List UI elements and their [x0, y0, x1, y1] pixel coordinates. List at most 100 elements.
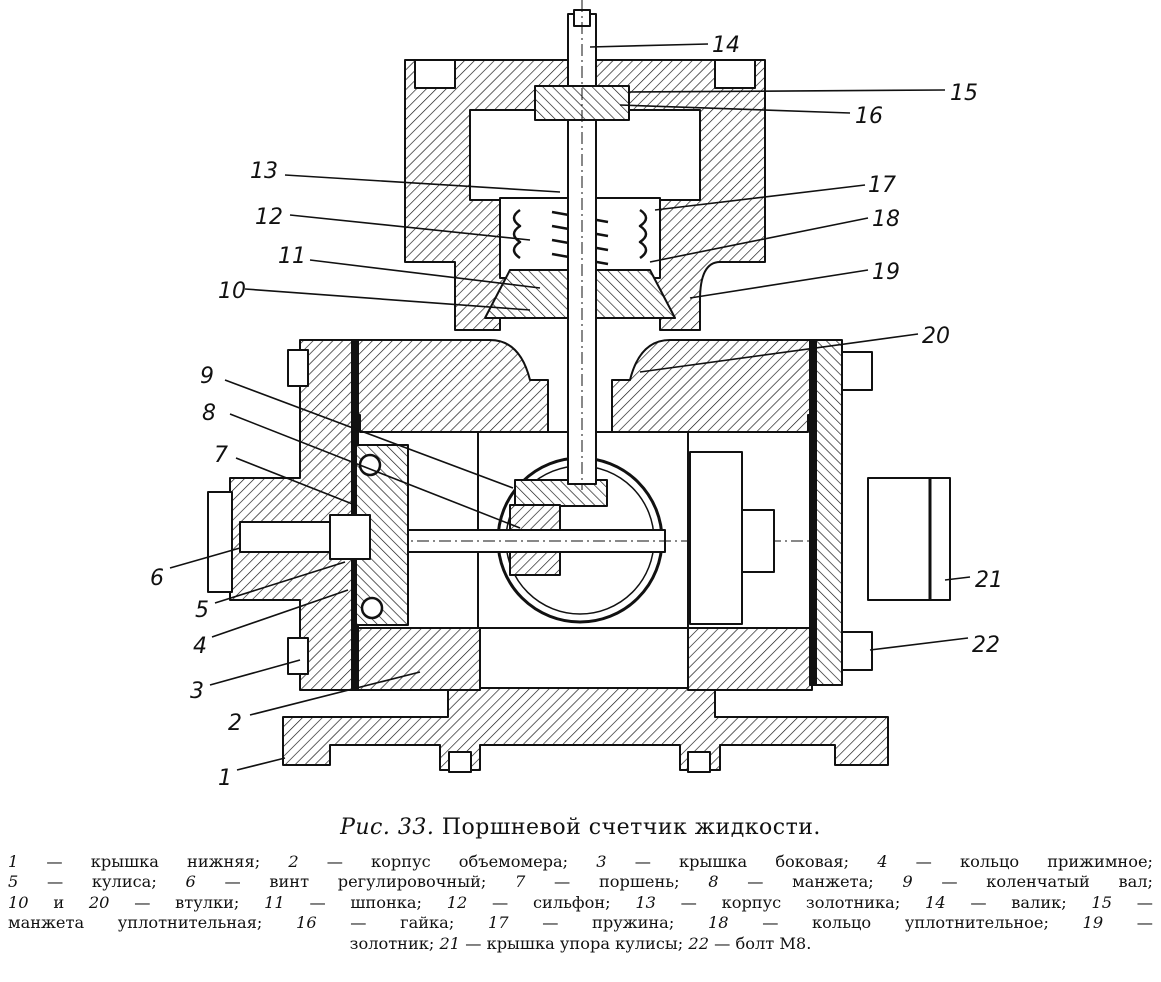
piston-meter-drawing: 14 15 16 13 17 12 18 11 19 10 20 9 8 7 6…	[150, 0, 1003, 791]
legend-item-number: 6	[185, 872, 196, 892]
legend-item-number: 4	[877, 852, 888, 871]
legend-item-number: 2	[288, 852, 299, 871]
callout-9: 9	[200, 364, 214, 389]
legend-item-text: — винт регулировочный;	[195, 872, 516, 892]
bottom-bolt-left	[448, 751, 472, 773]
legend-item-text: манжета уплотнительная;	[8, 913, 297, 933]
legend-item-text: — болт М8.	[709, 933, 812, 953]
legend-item-text: золотник;	[349, 933, 440, 953]
bottom-cover	[282, 687, 889, 771]
bolt-m8	[841, 631, 873, 671]
callout-4: 4	[193, 634, 207, 659]
legend-item-text: — гайка;	[316, 913, 488, 933]
meter-body-lower-left	[354, 627, 481, 691]
callout-18: 18	[872, 207, 900, 232]
figure-legend: 1 — крышка нижняя; 2 — корпус объемомера…	[8, 852, 1153, 954]
callout-2: 2	[228, 711, 242, 736]
legend-line-4: манжета уплотнительная; 16 — гайка; 17 —…	[8, 913, 1153, 933]
legend-item-number: 14	[925, 892, 946, 912]
legend-item-text: — валик;	[945, 892, 1092, 912]
legend-item-text: — крышка упора кулисы;	[460, 933, 689, 953]
callout-3: 3	[190, 679, 204, 704]
left-bolt	[287, 349, 309, 387]
legend-item-text: — манжета;	[718, 872, 903, 892]
callout-16: 16	[855, 104, 883, 129]
callout-8: 8	[202, 401, 216, 426]
meter-body-lower-right	[687, 627, 813, 691]
legend-item-number: 12	[446, 892, 468, 912]
legend-item-number: 11	[264, 892, 285, 912]
meter-body-right	[611, 339, 813, 433]
legend-item-text: —	[1112, 892, 1153, 912]
callout-20: 20	[922, 324, 950, 349]
legend-item-number: 16	[296, 913, 317, 933]
callout-6: 6	[150, 566, 164, 591]
legend-line-1: 1 — крышка нижняя; 2 — корпус объемомера…	[8, 852, 1153, 872]
legend-item-text: — корпус золотника;	[655, 892, 926, 912]
legend-item-text: — втулки;	[109, 892, 265, 912]
legend-item-text: — кулиса;	[18, 872, 186, 892]
legend-item-text: — корпус объемомера;	[298, 852, 597, 871]
callout-11: 11	[278, 244, 306, 269]
meter-body	[354, 339, 549, 433]
legend-item-text: — коленчатый вал;	[912, 872, 1154, 892]
bellows	[512, 208, 648, 260]
slide-stop-cover	[867, 477, 951, 601]
legend-item-number: 22	[688, 933, 709, 953]
legend-line-2: 5 — кулиса; 6 — винт регулировочный; 7 —…	[8, 872, 1153, 892]
legend-item-number: 18	[707, 913, 729, 933]
legend-item-text: — кольцо прижимное;	[887, 852, 1153, 871]
callout-13: 13	[250, 159, 278, 184]
legend-item-text: — поршень;	[525, 872, 709, 892]
legend-item-number: 17	[487, 913, 509, 933]
callout-1: 1	[218, 766, 232, 791]
legend-item-number: 1	[8, 852, 19, 871]
legend-item-text: — крышка нижняя;	[18, 852, 289, 871]
legend-item-text: и	[28, 892, 89, 912]
top-flange-right	[714, 59, 756, 89]
bottom-bolt-right	[687, 751, 711, 773]
figure-number: Рис. 33.	[340, 815, 435, 840]
callout-22: 22	[972, 633, 1000, 658]
adjusting-screw	[239, 521, 336, 553]
legend-item-text: —	[1103, 913, 1153, 933]
callout-12: 12	[255, 205, 283, 230]
bolt-m8-top	[841, 351, 873, 391]
legend-item-text: — крышка боковая;	[606, 852, 878, 871]
legend-item-number: 20	[88, 892, 110, 912]
legend-item-number: 7	[515, 872, 526, 892]
legend-item-text: — сильфон;	[467, 892, 636, 912]
left-cap	[207, 491, 233, 593]
legend-item-text: — кольцо уплотнительное;	[728, 913, 1083, 933]
callout-7: 7	[214, 443, 228, 468]
legend-line-3: 10 и 20 — втулки; 11 — шпонка; 12 — силь…	[8, 893, 1153, 913]
legend-item-number: 19	[1082, 913, 1104, 933]
legend-item-number: 10	[8, 892, 29, 912]
seal-ring-bottom	[360, 596, 384, 620]
callout-10: 10	[218, 279, 246, 304]
callout-19: 19	[872, 260, 900, 285]
callout-17: 17	[868, 173, 896, 198]
figure-title: Поршневой счетчик жидкости.	[441, 815, 821, 840]
legend-item-number: 15	[1091, 892, 1113, 912]
legend-item-number: 8	[708, 872, 719, 892]
callout-5: 5	[195, 598, 209, 623]
figure-caption: Рис. 33. Поршневой счетчик жидкости.	[0, 815, 1161, 840]
legend-item-number: 13	[635, 892, 656, 912]
legend-item-number: 3	[596, 852, 607, 871]
callout-14: 14	[712, 33, 740, 58]
screw-nut	[329, 514, 371, 560]
leader-lines	[169, 43, 971, 771]
legend-item-number: 21	[439, 933, 461, 953]
legend-item-number: 5	[8, 872, 19, 892]
callout-15: 15	[950, 81, 978, 106]
right-gasket	[809, 339, 817, 686]
callout-21: 21	[975, 568, 1003, 593]
left-bolt-bottom	[287, 637, 309, 675]
right-piston-nut	[741, 509, 775, 573]
legend-item-text: — шпонка;	[284, 892, 447, 912]
top-flange-left	[414, 59, 456, 89]
legend-item-number: 9	[902, 872, 913, 892]
right-piston	[689, 451, 743, 625]
legend-line-5: золотник; 21 — крышка упора кулисы; 22 —…	[8, 934, 1153, 954]
